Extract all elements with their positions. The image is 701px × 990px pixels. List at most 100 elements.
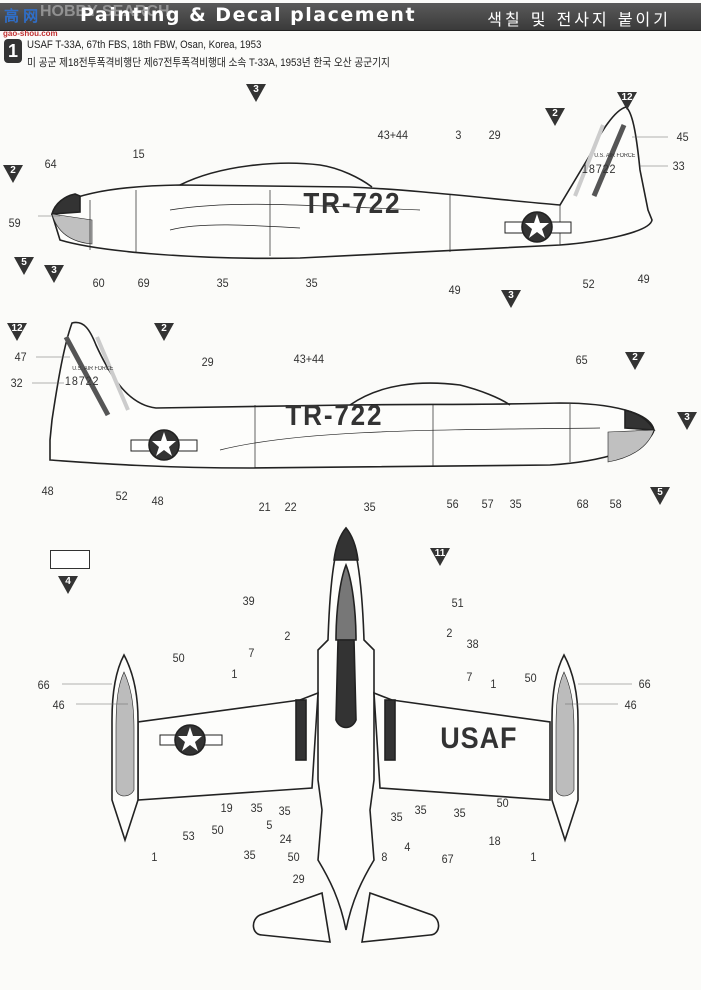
- top-view-profile: [111, 526, 579, 943]
- callout-number: 3: [684, 412, 690, 423]
- part-number-label: 8: [381, 850, 388, 864]
- part-number-label: 2: [284, 629, 291, 643]
- triangle-icon: [14, 257, 34, 275]
- part-number-label: 35: [216, 276, 229, 290]
- part-number-label: 43+44: [293, 352, 325, 366]
- part-number-label: 45: [676, 130, 689, 144]
- color-callout-2: 2: [545, 108, 565, 126]
- part-number-label: 35: [453, 806, 466, 820]
- part-number-label: 52: [582, 277, 595, 291]
- part-number-label: 35: [250, 801, 263, 815]
- color-callout-3: 3: [677, 412, 697, 430]
- color-callout-12: 12: [617, 92, 637, 110]
- part-number-label: 60: [92, 276, 105, 290]
- part-number-label: 22: [284, 500, 297, 514]
- callout-number: 2: [552, 108, 558, 119]
- part-number-label: 35: [278, 804, 291, 818]
- part-number-label: 24: [279, 832, 292, 846]
- color-callout-5: 5: [650, 487, 670, 505]
- section-description-ko: 미 공군 제18전투폭격비행단 제67전투폭격비행대 소속 T-33A, 195…: [27, 57, 390, 69]
- watermark-url: gao-shou.com: [3, 29, 58, 38]
- part-number-label: 66: [638, 677, 651, 691]
- part-number-label: 49: [448, 283, 461, 297]
- callout-number: 5: [657, 487, 663, 498]
- triangle-icon: [430, 548, 450, 566]
- section-number-badge: 1: [4, 39, 22, 63]
- tail-number-right: 18722: [581, 162, 617, 176]
- color-callout-2: 2: [625, 352, 645, 370]
- roundel-top: [159, 724, 223, 756]
- callout-number: 3: [253, 84, 259, 95]
- triangle-icon: [44, 265, 64, 283]
- triangle-icon: [154, 323, 174, 341]
- triangle-icon: [677, 412, 697, 430]
- color-swatch-box: [50, 550, 90, 569]
- part-number-label: 50: [524, 671, 537, 685]
- triangle-icon: [58, 576, 78, 594]
- watermark-logo: 高 网: [4, 8, 39, 25]
- color-callout-11: 11: [430, 548, 450, 566]
- tail-text-right: U.S. AIR FORCE: [594, 153, 636, 159]
- triangle-icon: [650, 487, 670, 505]
- side-view-left-profile: [49, 321, 656, 469]
- part-number-label: 1: [530, 850, 537, 864]
- callout-number: 4: [65, 576, 71, 587]
- part-number-label: 19: [220, 801, 233, 815]
- part-number-label: 29: [488, 128, 501, 142]
- part-number-label: 68: [576, 497, 589, 511]
- part-number-label: 35: [243, 848, 256, 862]
- page-title: Painting & Decal placement: [80, 4, 417, 26]
- color-callout-5: 5: [14, 257, 34, 275]
- part-number-label: 38: [466, 637, 479, 651]
- part-number-label: 18: [488, 834, 501, 848]
- part-number-label: 56: [446, 497, 459, 511]
- part-number-label: 49: [637, 272, 650, 286]
- part-number-label: 46: [52, 698, 65, 712]
- page-title-korean: 색칠 및 전사지 붙이기: [487, 10, 671, 29]
- part-number-label: 32: [10, 376, 23, 390]
- triangle-icon: [625, 352, 645, 370]
- part-number-label: 29: [292, 872, 305, 886]
- part-number-label: 1: [231, 667, 238, 681]
- triangle-icon: [501, 290, 521, 308]
- part-number-label: 58: [609, 497, 622, 511]
- registration-left: TR-722: [285, 400, 384, 432]
- part-number-label: 64: [44, 157, 57, 171]
- part-number-label: 7: [248, 646, 255, 660]
- part-number-label: 69: [137, 276, 150, 290]
- part-number-label: 50: [172, 651, 185, 665]
- registration-right: TR-722: [303, 188, 402, 220]
- callout-number: 12: [621, 92, 633, 103]
- part-number-label: 67: [441, 852, 454, 866]
- part-number-label: 59: [8, 216, 21, 230]
- triangle-icon: [545, 108, 565, 126]
- wing-text-usaf: USAF: [440, 722, 518, 755]
- section-description-en: USAF T-33A, 67th FBS, 18th FBW, Osan, Ko…: [27, 39, 262, 51]
- part-number-label: 7: [466, 670, 473, 684]
- color-callout-12: 12: [7, 323, 27, 341]
- part-number-label: 65: [575, 353, 588, 367]
- color-callout-4: 4: [58, 576, 78, 594]
- side-view-right-profile: [50, 106, 653, 260]
- part-number-label: 21: [258, 500, 271, 514]
- triangle-icon: [617, 92, 637, 110]
- part-number-label: 35: [305, 276, 318, 290]
- color-callout-2: 2: [154, 323, 174, 341]
- part-number-label: 35: [363, 500, 376, 514]
- part-number-label: 46: [624, 698, 637, 712]
- part-number-label: 5: [266, 818, 273, 832]
- triangle-icon: [246, 84, 266, 102]
- page-header: 高 网 HOBBY SEARCH Painting & Decal placem…: [0, 3, 701, 31]
- triangle-icon: [7, 323, 27, 341]
- part-number-label: 1: [151, 850, 158, 864]
- part-number-label: 48: [41, 484, 54, 498]
- part-number-label: 50: [496, 796, 509, 810]
- part-number-label: 15: [132, 147, 145, 161]
- callout-number: 2: [10, 165, 16, 176]
- part-number-label: 47: [14, 350, 27, 364]
- roundel-right: [504, 211, 572, 243]
- triangle-icon: [3, 165, 23, 183]
- callout-number: 2: [161, 323, 167, 334]
- part-number-label: 48: [151, 494, 164, 508]
